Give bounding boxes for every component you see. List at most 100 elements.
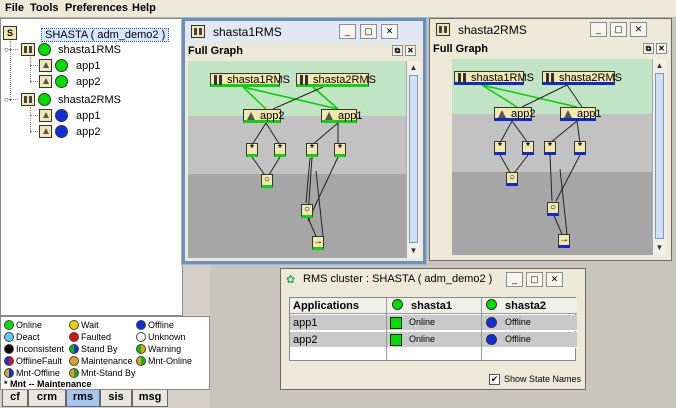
column-header: Applications (293, 300, 360, 312)
status-online-icon (55, 59, 68, 72)
full-graph-canvas: shasta1RMS shasta2RMS app2 app1 * * * * … (188, 61, 406, 258)
resource-node-icon[interactable]: → (558, 234, 570, 248)
tree-app-label: app1 (76, 110, 101, 122)
legend-dot-icon (69, 344, 79, 354)
show-state-names-checkbox[interactable]: ✔ (489, 374, 500, 385)
detach-button[interactable]: ⧉ (392, 45, 403, 56)
graph-vertical-scrollbar[interactable]: ▲ ▼ (652, 59, 666, 255)
legend-item: Inconsistent (4, 344, 64, 354)
maximize-button[interactable]: ▢ (526, 272, 543, 287)
tab-msg[interactable]: msg (132, 390, 168, 407)
window-titlebar[interactable]: ✿ RMS cluster : SHASTA ( adm_demo2 ) _ ▢… (281, 269, 585, 291)
graph-node-app1[interactable]: app1 (321, 109, 362, 123)
tree-app-label: app2 (76, 126, 101, 138)
graph-vertical-scrollbar[interactable]: ▲ ▼ (406, 61, 420, 258)
legend-item: Wait (69, 320, 99, 330)
legend-item: Unknown (136, 332, 186, 342)
legend-dot-icon (4, 320, 14, 330)
system-icon (21, 93, 35, 106)
resource-node-icon[interactable]: ○ (547, 202, 559, 216)
status-offline-icon (486, 334, 497, 345)
scroll-thumb[interactable] (655, 73, 664, 239)
status-cell: Offline (505, 334, 531, 344)
resource-node-icon[interactable]: * (544, 141, 556, 155)
tab-sis[interactable]: sis (100, 390, 132, 407)
legend-item: Online (4, 320, 42, 330)
legend-dot-icon (4, 344, 14, 354)
menu-tools[interactable]: Tools (30, 2, 59, 14)
close-button[interactable]: ✕ (630, 22, 647, 37)
status-online-icon (486, 299, 497, 310)
resource-node-icon[interactable]: * (334, 143, 346, 157)
graph-title: Full Graph (188, 45, 243, 57)
status-cell: Online (409, 334, 436, 344)
graph-node-shasta2rms[interactable]: shasta2RMS (542, 71, 622, 85)
tab-rms[interactable]: rms (66, 390, 100, 407)
minimize-button[interactable]: _ (590, 22, 607, 37)
tab-crm[interactable]: crm (28, 390, 66, 407)
status-cell: Offline (505, 317, 531, 327)
detach-button[interactable]: ⧉ (643, 43, 654, 54)
graph-edges (242, 86, 339, 242)
resource-node-icon[interactable]: ○ (506, 172, 518, 186)
close-graph-button[interactable]: ✕ (405, 45, 416, 56)
maximize-button[interactable]: ▢ (360, 24, 377, 39)
scroll-down-icon[interactable]: ▼ (409, 246, 418, 255)
graph-node-shasta2rms[interactable]: shasta2RMS (296, 73, 376, 87)
window-titlebar[interactable]: shasta1RMS _ ▢ ✕ (185, 21, 423, 43)
window-rms-cluster[interactable]: ✿ RMS cluster : SHASTA ( adm_demo2 ) _ ▢… (280, 268, 586, 390)
maximize-button[interactable]: ▢ (610, 22, 627, 37)
table-row[interactable]: app1 Online Offline (290, 315, 577, 331)
minimize-button[interactable]: _ (506, 272, 523, 287)
status-online-icon (392, 299, 403, 310)
legend-item: Maintenance (69, 356, 133, 366)
status-online-icon (390, 317, 402, 329)
legend-item: Warning (136, 344, 181, 354)
system-icon (299, 75, 309, 85)
resource-node-icon[interactable]: * (274, 143, 286, 157)
scroll-up-icon[interactable]: ▲ (655, 61, 664, 70)
scroll-up-icon[interactable]: ▲ (409, 63, 418, 72)
cluster-icon: S (3, 26, 17, 40)
expand-icon[interactable]: ○- (4, 95, 12, 104)
system-icon (191, 25, 205, 38)
app-icon (39, 75, 52, 88)
window-titlebar[interactable]: shasta2RMS _ ▢ ✕ (430, 19, 671, 41)
close-button[interactable]: ✕ (546, 272, 563, 287)
resource-node-icon[interactable]: ○ (261, 174, 273, 188)
graph-node-app2[interactable]: app2 (243, 109, 284, 123)
status-offline-icon (486, 317, 497, 328)
resource-node-icon[interactable]: * (574, 141, 586, 155)
graph-node-app1[interactable]: app1 (560, 107, 601, 121)
table-row[interactable]: app2 Online Offline (290, 332, 577, 348)
tab-cf[interactable]: cf (2, 390, 28, 407)
status-offline-icon (55, 125, 68, 138)
graph-node-app2[interactable]: app2 (494, 107, 535, 121)
cluster-icon: ✿ (286, 274, 296, 286)
resource-node-icon[interactable]: → (312, 236, 324, 250)
menu-help[interactable]: Help (132, 2, 156, 14)
window-shasta1rms[interactable]: shasta1RMS _ ▢ ✕ Full Graph ⧉ ✕ (182, 18, 426, 264)
legend-item: Mnt-Stand By (69, 368, 136, 378)
graph-node-shasta1rms[interactable]: shasta1RMS (454, 71, 534, 85)
close-graph-button[interactable]: ✕ (656, 43, 667, 54)
legend-dot-icon (136, 356, 146, 366)
resource-node-icon[interactable]: * (246, 143, 258, 157)
menu-preferences[interactable]: Preferences (65, 2, 128, 14)
full-graph-canvas: shasta1RMS shasta2RMS app2 app1 * * * * … (452, 59, 652, 255)
bottom-tabs: cf crm rms sis msg (0, 390, 210, 408)
resource-node-icon[interactable]: * (522, 141, 534, 155)
window-shasta2rms[interactable]: shasta2RMS _ ▢ ✕ Full Graph ⧉ ✕ (429, 18, 672, 261)
status-offline-icon (55, 109, 68, 122)
resource-node-icon[interactable]: ○ (301, 204, 313, 218)
resource-node-icon[interactable]: * (306, 143, 318, 157)
expand-icon[interactable]: ○- (4, 45, 12, 54)
scroll-thumb[interactable] (409, 75, 418, 243)
close-button[interactable]: ✕ (381, 24, 398, 39)
minimize-button[interactable]: _ (339, 24, 356, 39)
resource-node-icon[interactable]: * (494, 141, 506, 155)
app-icon (39, 125, 52, 138)
graph-node-shasta1rms[interactable]: shasta1RMS (210, 73, 290, 87)
menu-file[interactable]: File (5, 2, 24, 14)
scroll-down-icon[interactable]: ▼ (655, 243, 664, 252)
